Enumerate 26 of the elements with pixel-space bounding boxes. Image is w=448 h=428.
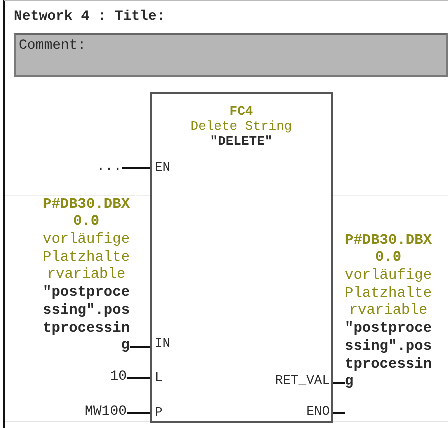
connection-line	[127, 412, 150, 414]
comment-label: Comment:	[19, 38, 86, 55]
comment-band	[14, 33, 448, 77]
connection-line	[130, 346, 150, 348]
connection-line	[333, 382, 345, 384]
block-comment: Delete String	[190, 119, 292, 134]
operand-text: 10	[110, 369, 127, 386]
block-symbol: "DELETE"	[210, 134, 273, 149]
operand-text: MW100	[84, 404, 127, 421]
pin-name: IN	[155, 335, 171, 352]
operand-symbol: "postprocessing".postprocessing	[345, 321, 432, 392]
network-title: Network 4 : Title:	[14, 9, 166, 26]
connection-line	[333, 412, 345, 414]
block-number: FC4	[230, 104, 254, 119]
pin-name: ENO	[306, 403, 330, 420]
pin-name: EN	[155, 159, 171, 176]
operand-comment: vorläufige Platzhaltervariable	[345, 268, 432, 322]
operand-text: ...	[96, 159, 122, 176]
operand-symbol: "postprocessing".postprocessing	[43, 285, 130, 356]
connection-line	[127, 377, 150, 379]
function-block	[150, 92, 333, 423]
operand-comment: vorläufige Platzhaltervariable	[43, 232, 130, 286]
pin-name: L	[155, 369, 163, 386]
connection-line	[122, 167, 150, 169]
pin-name: P	[155, 404, 163, 421]
pin-name: RET_VAL	[275, 372, 330, 389]
